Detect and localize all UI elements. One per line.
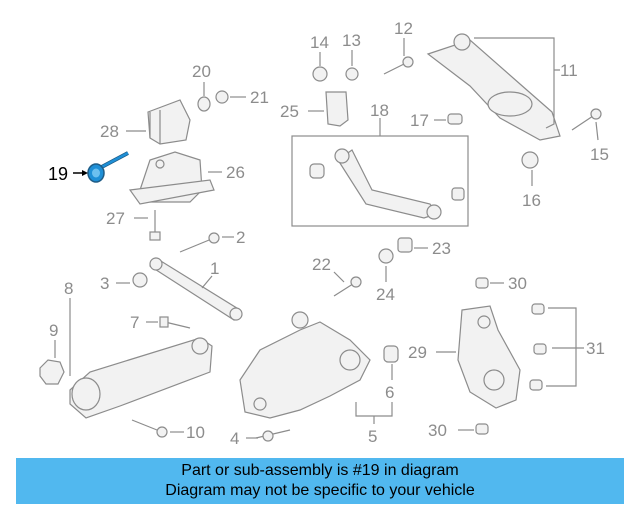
callout-31: 31	[586, 339, 605, 358]
part-20-washer[interactable]	[197, 96, 211, 112]
callout-26: 26	[226, 163, 245, 182]
callout-5: 5	[368, 427, 377, 446]
callout-13: 13	[342, 31, 361, 50]
part-12-bolt[interactable]	[383, 56, 414, 75]
callout-16: 16	[522, 191, 541, 210]
callout-6: 6	[385, 383, 394, 402]
callout-2: 2	[236, 228, 245, 247]
callout-29: 29	[408, 343, 427, 362]
callout-9: 9	[49, 321, 58, 340]
callout-24: 24	[376, 285, 395, 304]
callout-12: 12	[394, 19, 413, 38]
part-16-bushing[interactable]	[521, 151, 539, 169]
part-22-bolt[interactable]	[333, 276, 362, 297]
callout-18: 18	[370, 101, 389, 120]
part-23-clip[interactable]	[397, 237, 413, 253]
part-14-nut[interactable]	[312, 66, 328, 82]
part-25-bracket[interactable]	[325, 91, 349, 127]
callout-20: 20	[192, 62, 211, 81]
info-banner: Part or sub-assembly is #19 in diagram D…	[16, 458, 624, 504]
callout-7: 7	[130, 313, 139, 332]
part-2-bolt[interactable]	[179, 232, 220, 253]
part-8-trailing-arm[interactable]	[69, 337, 213, 419]
part-31-bolts[interactable]	[529, 303, 547, 391]
callout-30a: 30	[508, 274, 527, 293]
callout-4: 4	[230, 429, 239, 448]
callout-23: 23	[432, 239, 451, 258]
callout-21: 21	[250, 88, 269, 107]
part-29-carrier[interactable]	[457, 305, 521, 409]
part-4-bolt[interactable]	[255, 429, 291, 442]
part-6-bushing[interactable]	[383, 345, 399, 363]
callout-1: 1	[210, 259, 219, 278]
part-21-nut[interactable]	[215, 90, 229, 104]
part-11-lower-arm[interactable]	[426, 33, 561, 141]
knuckle-housing[interactable]	[239, 311, 371, 419]
part-9-cap[interactable]	[39, 359, 65, 385]
part-3-bushing[interactable]	[132, 272, 148, 288]
part-27-bolt[interactable]	[149, 210, 161, 241]
part-30b-bolt[interactable]	[475, 423, 489, 435]
part-19-bolt[interactable]	[87, 151, 129, 183]
callout-28: 28	[100, 122, 119, 141]
callout-11: 11	[560, 61, 578, 80]
callout-22: 22	[312, 255, 331, 274]
callout-3: 3	[100, 274, 109, 293]
callout-25: 25	[280, 102, 299, 121]
callout-30b: 30	[428, 421, 447, 440]
part-18-upper-arm[interactable]	[309, 148, 465, 220]
callout-15: 15	[590, 145, 609, 164]
callout-17: 17	[410, 111, 429, 130]
part-1-link[interactable]	[149, 257, 243, 321]
part-30a-bolt[interactable]	[475, 277, 489, 289]
callout-8: 8	[64, 279, 73, 298]
banner-line-2: Diagram may not be specific to your vehi…	[165, 482, 475, 499]
part-26-mount[interactable]	[128, 151, 215, 205]
part-18-box	[291, 135, 469, 227]
part-7-bolt[interactable]	[159, 316, 191, 329]
part-28-bracket[interactable]	[147, 99, 191, 145]
callout-27: 27	[106, 209, 125, 228]
part-13-washer[interactable]	[345, 67, 359, 81]
callout-14: 14	[310, 33, 329, 52]
part-10-bolt[interactable]	[131, 419, 168, 438]
callout-19: 19	[48, 164, 68, 184]
callout-10: 10	[186, 423, 205, 442]
part-17-bolt[interactable]	[447, 113, 463, 125]
part-15-bolt[interactable]	[571, 108, 602, 131]
banner-line-1: Part or sub-assembly is #19 in diagram	[181, 462, 459, 479]
part-24-nut[interactable]	[378, 248, 394, 264]
